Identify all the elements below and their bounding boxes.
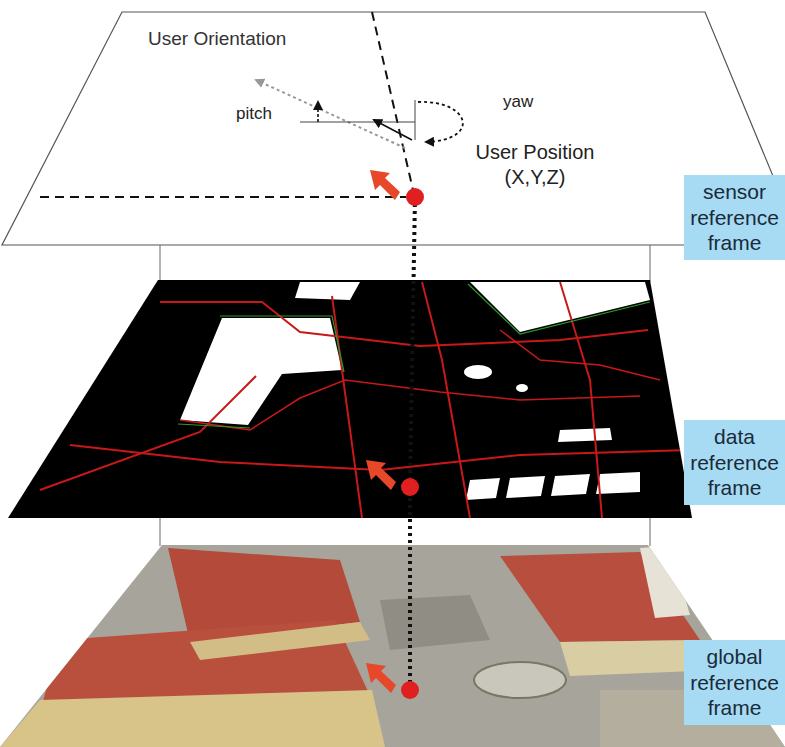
plaza	[380, 595, 490, 650]
position-dot	[401, 681, 419, 699]
direction-arrow	[366, 460, 396, 490]
position-link	[410, 197, 415, 690]
frame-label-box: sensor reference frame	[684, 175, 785, 260]
frame-label-box: global reference frame	[684, 640, 785, 725]
map-block	[506, 476, 545, 498]
map-line	[220, 316, 344, 372]
tower	[640, 546, 690, 618]
map-road	[160, 302, 648, 346]
axis-dashed	[40, 196, 406, 198]
axis-dashed	[372, 12, 413, 190]
map-road	[560, 282, 602, 518]
map-block	[516, 384, 528, 392]
frame-label: global reference frame	[688, 644, 781, 721]
heading-arrow	[374, 120, 412, 140]
map-block	[466, 478, 500, 500]
yaw-arc	[418, 102, 463, 142]
map-plane	[8, 280, 692, 518]
frame-line	[650, 518, 651, 546]
facade	[190, 622, 370, 660]
position-dot	[406, 188, 424, 206]
frame-label-box: data reference frame	[684, 420, 785, 505]
fountain	[474, 662, 566, 698]
map-road	[422, 282, 470, 518]
map-block	[558, 428, 612, 442]
map-line	[468, 284, 650, 334]
map-block	[295, 282, 360, 300]
map-road	[500, 330, 660, 380]
photo-ground	[0, 545, 785, 747]
direction-arrow	[366, 663, 396, 693]
position-label: User Position (X,Y,Z)	[455, 140, 615, 190]
yaw-baseline	[415, 100, 416, 140]
city-photo	[0, 545, 785, 747]
frame-line	[160, 518, 161, 546]
frame-label: sensor reference frame	[688, 179, 781, 256]
orientation-arrow	[256, 80, 405, 148]
map-block	[596, 472, 640, 494]
frame-line	[160, 245, 161, 282]
sensor-plane	[2, 12, 785, 245]
position-dot	[401, 478, 419, 496]
map-line	[178, 424, 250, 428]
map-road	[332, 296, 362, 518]
frame-label: data reference frame	[688, 424, 781, 501]
frame-line	[650, 245, 651, 282]
pitch-arrow	[317, 102, 319, 122]
map-features	[40, 282, 690, 518]
map-block	[464, 365, 492, 379]
direction-arrow	[370, 170, 400, 200]
angle-label: yaw	[503, 92, 533, 112]
facade	[0, 690, 385, 747]
orientation-label: User Orientation	[148, 28, 286, 50]
angle-label: pitch	[236, 104, 272, 124]
map-road	[40, 376, 256, 490]
map-block	[551, 474, 590, 496]
